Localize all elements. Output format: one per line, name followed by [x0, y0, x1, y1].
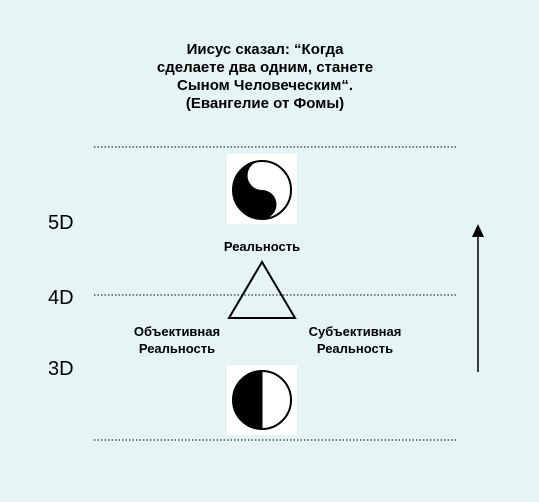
level-5d-label: 5D — [48, 212, 74, 234]
reality-triangle — [227, 260, 297, 319]
right-label-line-1: Субъективная — [308, 324, 402, 339]
quote-text: Иисус сказал: “Когда сделаете два одним,… — [100, 41, 430, 113]
up-arrow-head — [472, 224, 484, 237]
left-label-line-1: Объективная — [133, 324, 221, 339]
yin-yang-box — [227, 154, 297, 224]
quote-line-1: Иисус сказал: “Когда — [186, 41, 344, 58]
left-label-line-2: Реальность — [138, 341, 216, 356]
quote-line-3: Сыном Человеческим“. — [177, 77, 353, 94]
triangle-left-label: Объективная Реальность — [122, 323, 232, 357]
quote-line-4: (Евангелие от Фомы) — [185, 95, 345, 112]
half-circle-box — [227, 365, 297, 435]
triangle-top-label: Реальность — [223, 239, 301, 254]
triangle-right-label: Субъективная Реальность — [296, 323, 414, 357]
level-3d-label: 3D — [48, 358, 74, 380]
half-circle-icon — [232, 370, 292, 430]
right-label-line-2: Реальность — [316, 341, 394, 356]
quote-line-2: сделаете два одним, станете — [156, 59, 374, 76]
level-4d-label: 4D — [48, 287, 74, 309]
yin-yang-icon — [232, 160, 292, 220]
